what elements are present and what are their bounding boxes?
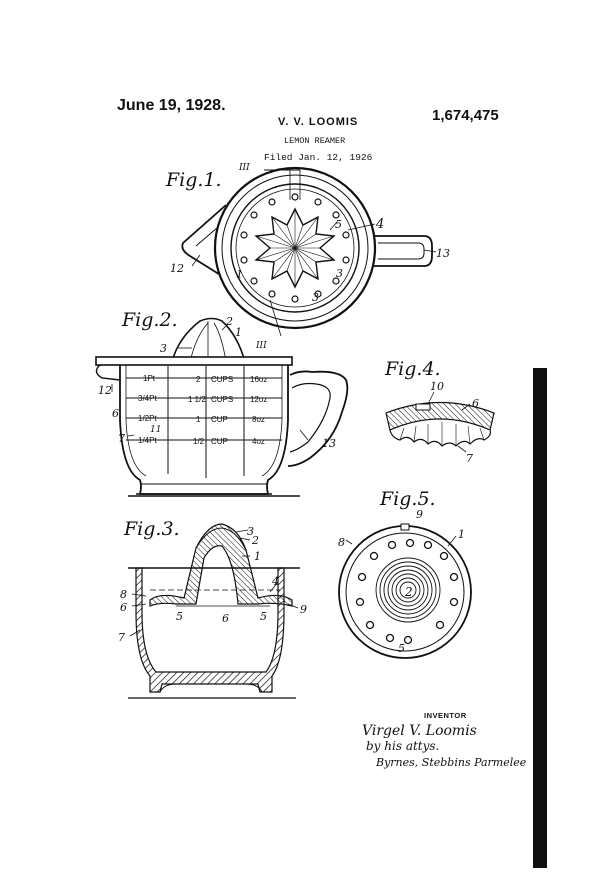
- patent-number: 1,674,475: [432, 107, 499, 124]
- signature-line: Virgel V. Loomis: [362, 723, 477, 739]
- fig4-caption: Fig.4.: [384, 358, 441, 380]
- inventor-name: V. V. LOOMIS: [278, 116, 359, 128]
- scale-oz: 4oz: [252, 437, 265, 446]
- sheet-edge-bar: [533, 368, 547, 868]
- fig3-ref: 9: [300, 603, 307, 616]
- fig2-ref: 3: [160, 342, 167, 355]
- fig2-ref: 2: [225, 315, 233, 328]
- fig3-caption: Fig.3.: [123, 518, 180, 540]
- fig5-ref: 2: [404, 585, 413, 599]
- fig5-plan-view: [338, 523, 472, 659]
- filing-date: Filed Jan. 12, 1926: [264, 152, 373, 163]
- fig2-ref: 12: [98, 384, 112, 397]
- scale-oz: 16oz: [250, 375, 267, 384]
- fig2-caption: Fig.2.: [121, 309, 178, 331]
- fig4-detail-view: [385, 391, 495, 453]
- fig5-caption: Fig.5.: [379, 488, 436, 510]
- fig2-ref: 11: [150, 425, 161, 435]
- fig5-ref: 5: [398, 642, 405, 655]
- fig3-ref: 5: [176, 610, 183, 623]
- fig3-ref: 5: [260, 610, 267, 623]
- signature-line: Byrnes, Stebbins Parmelee: [375, 756, 527, 769]
- fig1-top-view: [181, 166, 437, 337]
- fig1-ref: 3: [336, 267, 343, 280]
- fig1-ref: III: [255, 341, 267, 351]
- fig4-ref: 6: [472, 397, 479, 410]
- fig5-ref: 8: [338, 536, 345, 549]
- fig3-section-view: [128, 523, 300, 699]
- scale-oz: 8oz: [252, 415, 265, 424]
- fig4-ref: 7: [466, 452, 473, 465]
- fig3-ref: 8: [120, 588, 127, 601]
- fig5-ref: 9: [416, 508, 423, 521]
- fig5-reamer-rings: [375, 557, 441, 623]
- fig2-measure-lines: [126, 366, 282, 478]
- scale-pint: 1/2Pt: [138, 414, 157, 423]
- signature-line: by his attys.: [366, 739, 439, 753]
- scale-pint: 1/4Pt: [138, 436, 157, 445]
- scale-cup-unit: CUPS: [211, 375, 233, 384]
- fig1-ref: 3: [312, 291, 319, 304]
- fig3-ref: 1: [254, 550, 261, 563]
- scale-cup-num: 2: [196, 375, 201, 384]
- fig2-ref: 6: [112, 407, 119, 420]
- fig3-labels: Fig.3. 3 2 1 4 8 6 5 6 5 9 7: [118, 518, 307, 644]
- scale-oz: 12oz: [250, 395, 267, 404]
- scale-cup-num: 1: [196, 415, 201, 424]
- fig1-reamer-ribs: [255, 209, 335, 287]
- scale-cup-num: 1/2: [193, 437, 205, 446]
- fig2-ref: 13: [322, 437, 336, 450]
- fig3-ref: 7: [118, 631, 125, 644]
- fig1-strainer-holes: [240, 193, 350, 303]
- fig5-labels: Fig.5. 9 8 1 2 5: [338, 488, 465, 655]
- fig1-ref: 4: [375, 217, 384, 232]
- inventor-label: INVENTOR: [424, 711, 467, 720]
- scale-cup-unit: CUPS: [211, 395, 233, 404]
- fig3-ref: 6: [222, 612, 229, 625]
- scale-cup-num: 1 1/2: [188, 395, 206, 404]
- fig2-ref: 1: [235, 326, 242, 339]
- fig5-strainer-holes: [355, 538, 459, 645]
- fig4-labels: Fig.4. 10 6 7: [384, 358, 479, 465]
- fig3-ref: 2: [251, 534, 259, 547]
- scale-cup-unit: CUP: [211, 437, 228, 446]
- fig2-labels: Fig.2. 2 1 3 12 6 11 7 13 1Pt 2 CUPS 16o…: [98, 309, 336, 450]
- fig1-ref: 1: [236, 268, 243, 281]
- fig4-ref: 10: [430, 380, 444, 393]
- fig1-ref: 13: [436, 247, 450, 260]
- fig3-ref: 6: [120, 601, 127, 614]
- scale-cup-unit: CUP: [211, 415, 228, 424]
- scale-pint: 3/4Pt: [138, 394, 157, 403]
- fig3-ref: 4: [271, 575, 279, 588]
- fig5-ref: 1: [458, 528, 465, 541]
- fig1-ref: III: [238, 163, 250, 173]
- fig2-ref: 7: [118, 432, 125, 445]
- patent-title: LEMON REAMER: [284, 136, 346, 146]
- scale-pint: 1Pt: [143, 374, 156, 383]
- fig1-labels: Fig.1. III III 4 5 1 3 3 12 13: [165, 163, 450, 351]
- fig1-ref: 12: [170, 262, 184, 275]
- fig1-ref: 5: [335, 218, 342, 231]
- fig1-caption: Fig.1.: [165, 169, 222, 191]
- fig2-side-view: [95, 317, 349, 497]
- patent-date: June 19, 1928.: [117, 97, 226, 114]
- fig3-ref: 3: [247, 525, 254, 538]
- signature-block: Virgel V. Loomis by his attys. Byrnes, S…: [362, 723, 527, 769]
